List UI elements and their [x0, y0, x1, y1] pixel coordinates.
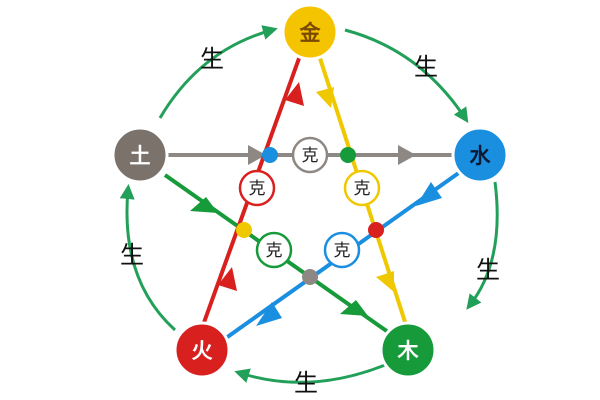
ke-badge-gray: 克 [291, 136, 329, 174]
ke-label: 克 [266, 241, 283, 261]
dot-yellow [236, 222, 252, 238]
arrowhead-water-fire-1 [416, 182, 442, 206]
node-water-label: 水 [470, 144, 492, 168]
node-wood-label: 木 [397, 339, 420, 363]
node-metal-label: 金 [299, 21, 322, 45]
dot-gray [302, 269, 318, 285]
node-wood: 木 [379, 321, 437, 379]
node-earth-label: 土 [130, 144, 151, 168]
arrowhead-metal-wood-1 [316, 87, 334, 108]
node-earth: 土 [111, 126, 169, 184]
ke-badge-red: 克 [238, 169, 276, 207]
arrowhead-wood-earth-1 [340, 300, 368, 316]
sheng-label: 生 [414, 53, 438, 81]
arc-fire-earth [119, 184, 177, 332]
ke-badge-blue: 克 [323, 231, 361, 269]
ke-label: 克 [249, 179, 266, 199]
arc-water-wood [466, 181, 499, 310]
ke-label: 克 [334, 241, 351, 261]
arrowhead-fire-metal-2 [218, 267, 237, 291]
controlling-star [163, 49, 462, 340]
arrowhead-metal-wood-2 [376, 271, 394, 292]
arrowhead-earth-water-1 [248, 145, 266, 165]
sheng-label: 生 [120, 241, 144, 269]
generating-labels: 生 生 生 生 生 [120, 45, 500, 397]
arc-metal-water [344, 28, 469, 124]
arrowhead-earth-water-2 [398, 145, 416, 165]
intersection-dots [236, 147, 384, 285]
generating-cycle [119, 25, 499, 384]
node-fire: 火 [173, 321, 231, 379]
arrowhead-water-fire-2 [256, 302, 282, 326]
dot-green [340, 147, 356, 163]
sheng-label: 生 [200, 45, 224, 73]
controlling-badges: 克 克 克 克 克 [238, 136, 381, 269]
node-fire-label: 火 [192, 339, 213, 363]
arc-wood-fire [234, 363, 386, 384]
arrowhead-wood-earth-2 [190, 197, 218, 213]
dot-red [368, 222, 384, 238]
node-water: 水 [451, 126, 509, 184]
arc-earth-metal [158, 25, 278, 119]
dot-blue [262, 147, 278, 163]
ke-badge-green: 克 [255, 231, 293, 269]
node-metal: 金 [281, 3, 339, 61]
sheng-label: 生 [294, 369, 318, 397]
arrowhead-fire-metal-1 [285, 82, 304, 106]
ke-label: 克 [302, 146, 319, 166]
ke-badge-yellow: 克 [343, 169, 381, 207]
sheng-label: 生 [476, 256, 500, 284]
ke-label: 克 [354, 179, 371, 199]
element-nodes: 金 水 木 火 土 [111, 3, 509, 379]
